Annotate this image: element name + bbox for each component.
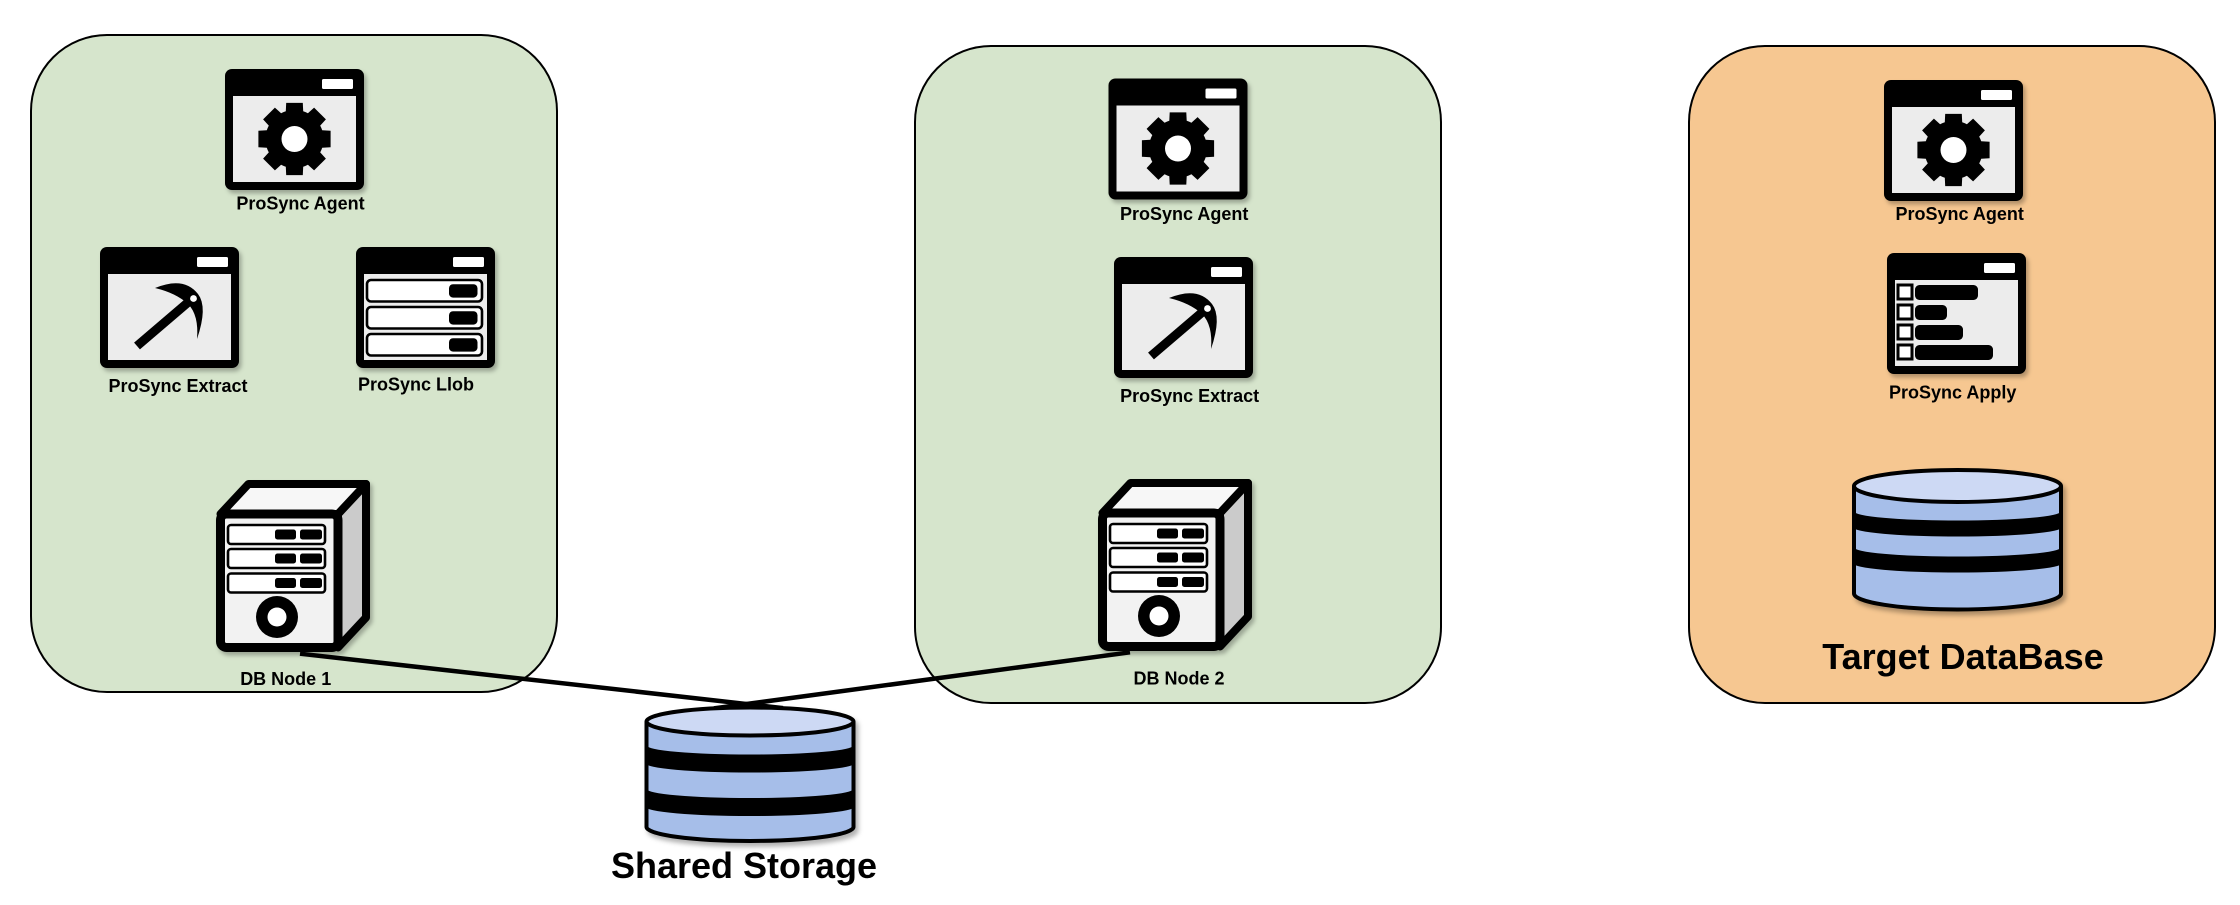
svg-text:Target DataBase: Target DataBase <box>1822 636 2103 677</box>
svg-text:DB Node 1: DB Node 1 <box>240 669 331 689</box>
svg-text:ProSync Agent: ProSync Agent <box>1120 204 1248 224</box>
svg-text:Shared Storage: Shared Storage <box>611 845 877 886</box>
svg-text:ProSync Extract: ProSync Extract <box>1120 386 1259 406</box>
svg-text:ProSync Llob: ProSync Llob <box>358 375 474 395</box>
svg-text:ProSync Agent: ProSync Agent <box>1896 204 2024 224</box>
svg-text:ProSync Apply: ProSync Apply <box>1889 383 2016 403</box>
svg-text:DB Node 2: DB Node 2 <box>1133 669 1224 689</box>
svg-text:ProSync Extract: ProSync Extract <box>108 376 247 396</box>
svg-text:ProSync Agent: ProSync Agent <box>236 193 364 213</box>
